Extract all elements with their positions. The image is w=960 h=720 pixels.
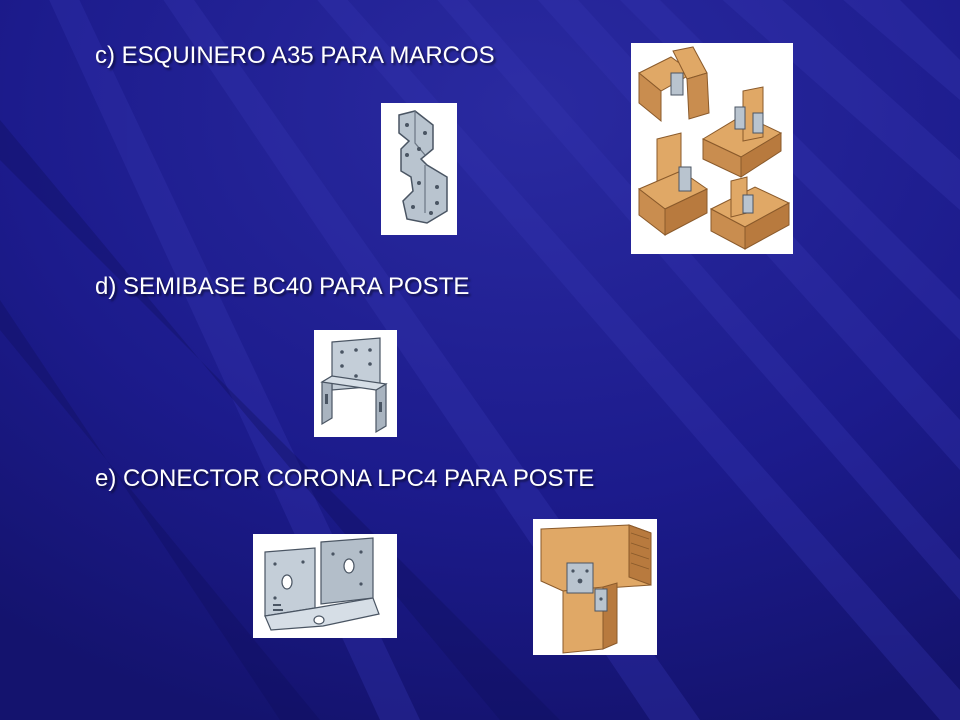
bc40-post-base-icon <box>320 337 388 434</box>
section-heading-a35: c) ESQUINERO A35 PARA MARCOS <box>95 42 495 69</box>
lpc4-post-cap-image <box>253 534 397 638</box>
lpc4-post-cap-icon <box>264 537 380 631</box>
section-heading-bc40: d) SEMIBASE BC40 PARA POSTE <box>95 273 470 300</box>
section-heading-lpc4: e) CONECTOR CORONA LPC4 PARA POSTE <box>95 465 595 492</box>
a35-bracket-image <box>381 103 457 235</box>
lpc4-installation-icon <box>540 524 652 654</box>
lpc4-installation-image <box>533 519 657 655</box>
a35-bracket-icon <box>398 110 448 224</box>
a35-installation-image <box>631 43 793 254</box>
bc40-post-base-image <box>314 330 397 437</box>
a35-framing-installation-icon <box>638 46 791 250</box>
